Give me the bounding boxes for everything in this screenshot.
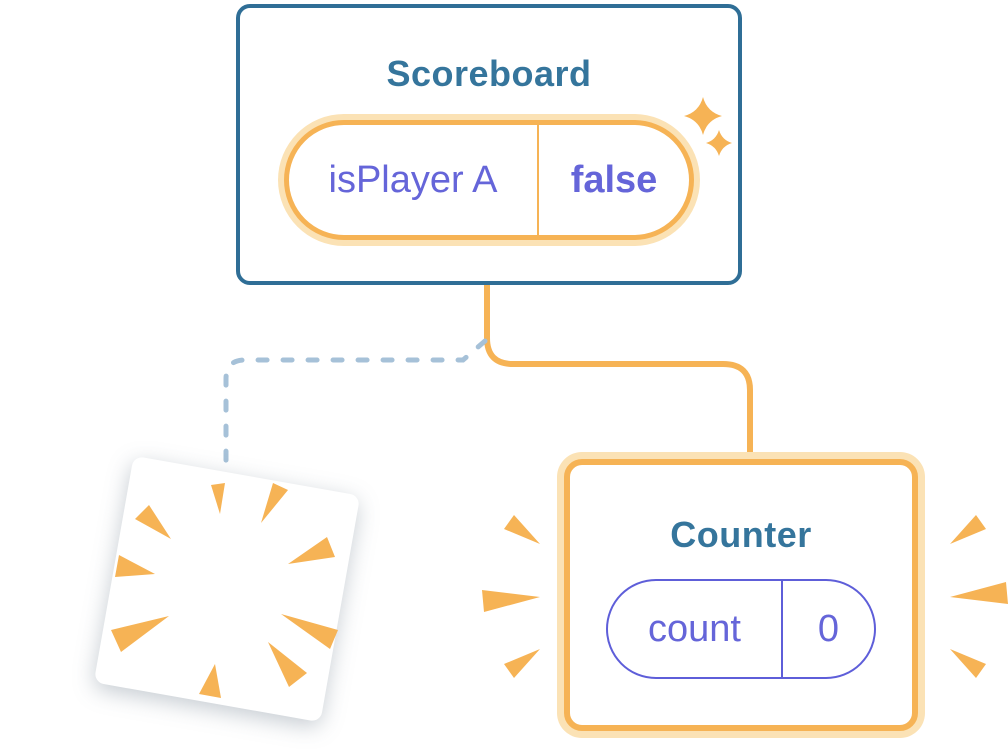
counter-card: Counter count 0 xyxy=(564,459,918,731)
scoreboard-state-pill: isPlayer A false xyxy=(284,120,694,240)
state-key-label: isPlayer A xyxy=(289,125,539,235)
active-connector-line xyxy=(484,280,753,473)
state-value-label: false xyxy=(570,158,658,201)
emphasis-rays-right-icon xyxy=(950,515,1008,678)
scoreboard-card: Scoreboard isPlayer A false xyxy=(236,4,742,285)
scoreboard-title: Scoreboard xyxy=(386,53,592,94)
count-key-label: count xyxy=(608,581,783,677)
count-value-label: 0 xyxy=(817,607,840,650)
removed-connector-line xyxy=(223,338,488,467)
counter-state-pill: count 0 xyxy=(606,579,876,679)
removed-component-square xyxy=(93,455,361,723)
counter-title: Counter xyxy=(670,514,812,555)
emphasis-rays-left-icon xyxy=(482,515,540,678)
